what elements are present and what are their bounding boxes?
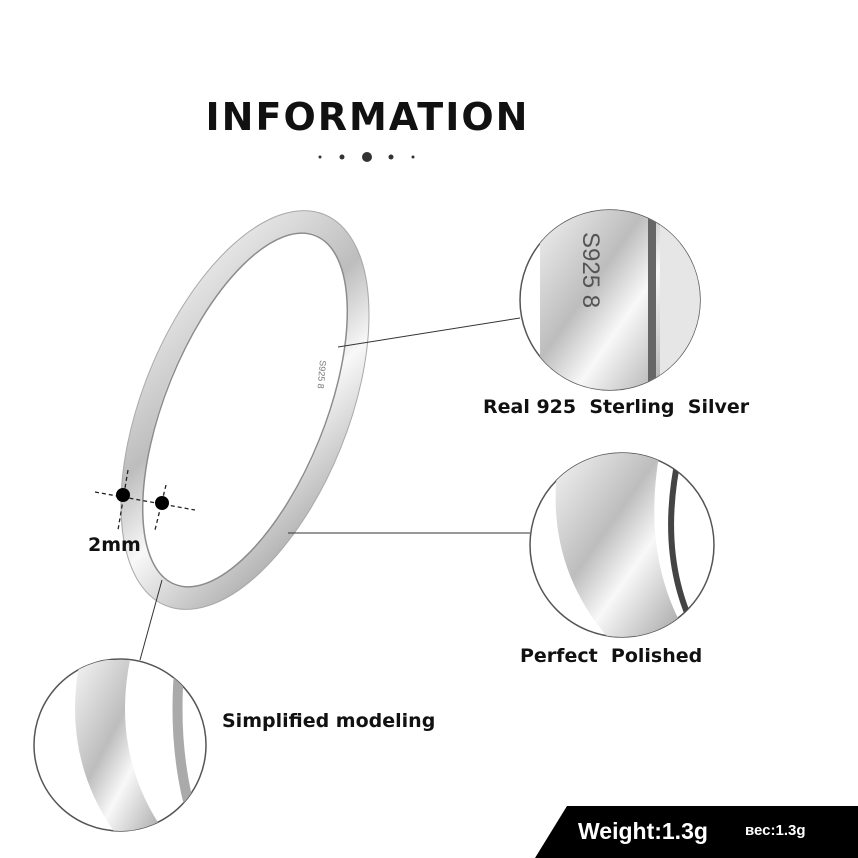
weight-banner <box>535 806 858 858</box>
svg-text:S925 8: S925 8 <box>577 232 604 308</box>
ring-engraving: S925 8 <box>316 360 328 389</box>
callout-lines <box>139 317 530 661</box>
feature-label-modeling: Simplified modeling <box>222 710 436 732</box>
detail-modeling-circle <box>33 658 207 832</box>
detail-polished-circle <box>529 452 715 638</box>
page-title: INFORMATION <box>205 95 530 139</box>
weight-text: Weight:1.3g <box>578 818 708 844</box>
decorative-dots <box>318 152 415 162</box>
weight-text-russian: вес:1.3g <box>745 822 806 839</box>
ring-image <box>120 210 370 610</box>
detail-engraving-circle: S925 8 <box>519 209 701 391</box>
feature-label-silver: Real 925 Sterling Silver <box>483 396 750 418</box>
feature-label-polished: Perfect Polished <box>520 645 703 667</box>
width-label: 2mm <box>88 534 141 556</box>
